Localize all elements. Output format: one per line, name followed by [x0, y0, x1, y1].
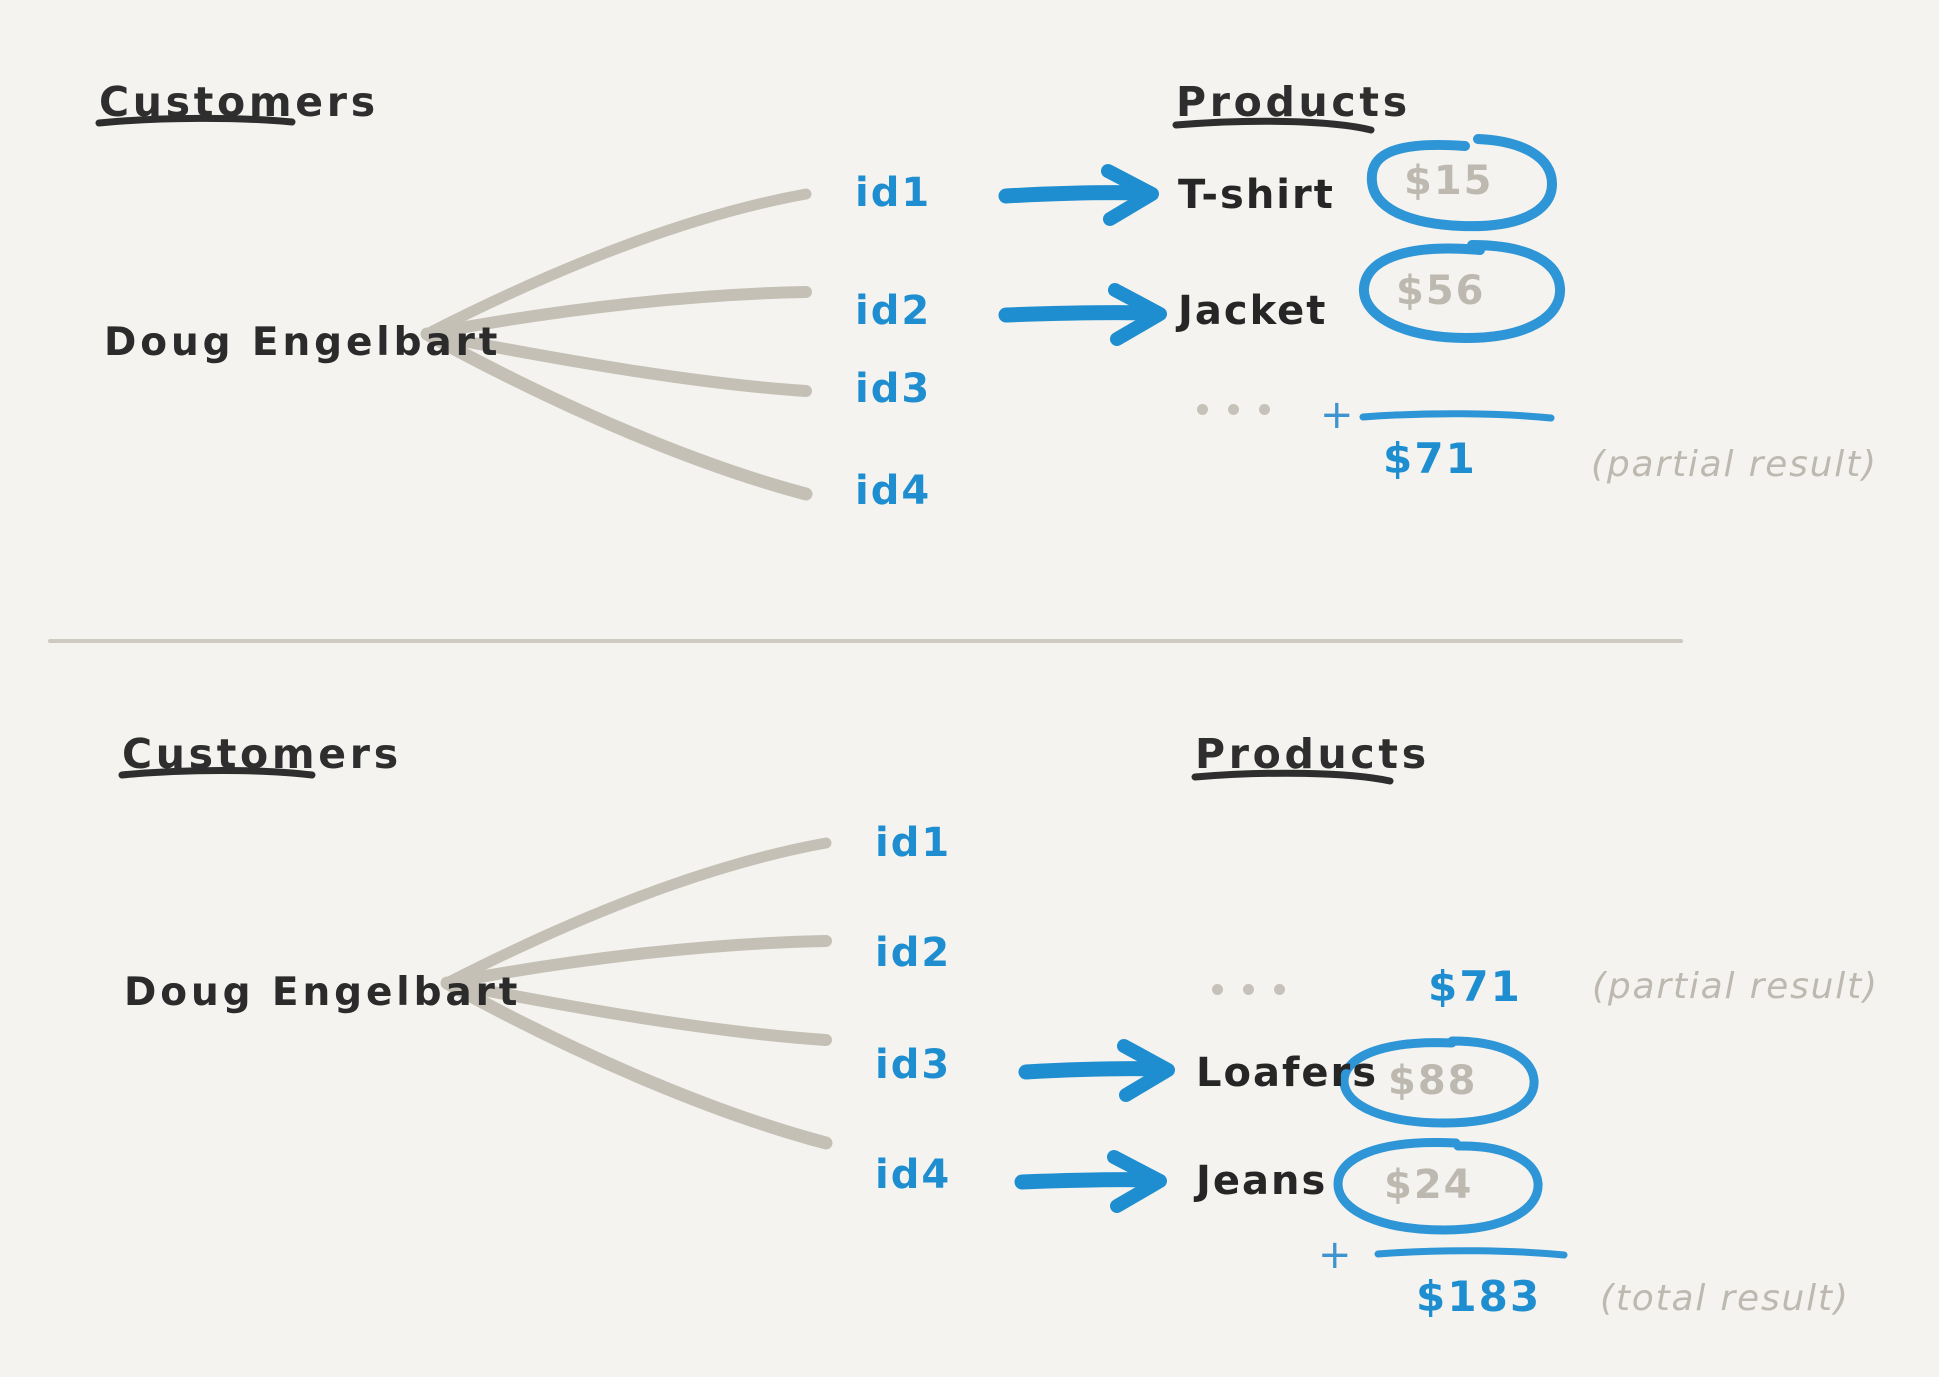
id-label-top-2[interactable]: id2 — [855, 288, 932, 334]
plus-sign-top: + — [1320, 392, 1354, 438]
ellipsis-top — [1197, 404, 1270, 415]
id-label-bottom-1[interactable]: id1 — [875, 820, 952, 866]
bottom-sum-rule — [1374, 1247, 1568, 1259]
product-price-tshirt: $15 — [1404, 158, 1494, 204]
ellipsis-dot — [1243, 984, 1254, 995]
carried-note-bottom: (partial result) — [1592, 966, 1879, 1007]
id-label-top-3[interactable]: id3 — [855, 366, 932, 412]
sum-line-top — [1359, 410, 1555, 422]
customers-heading-bottom: Customers — [122, 730, 402, 778]
id-label-bottom-2[interactable]: id2 — [875, 930, 952, 976]
top-arrows — [998, 164, 1167, 346]
ellipsis-dot — [1274, 984, 1285, 995]
arrow-id1-shaft — [998, 185, 1151, 204]
product-name-tshirt: T-shirt — [1178, 172, 1335, 218]
id-label-bottom-3[interactable]: id3 — [875, 1042, 952, 1088]
customer-name-bottom: Doug Engelbart — [124, 970, 522, 1015]
arrow-id4-head — [1107, 1150, 1167, 1213]
ellipsis-dot — [1197, 404, 1208, 415]
sum-value-top: $71 — [1383, 434, 1477, 483]
products-heading-bottom: Products — [1195, 730, 1430, 778]
id-label-top-4[interactable]: id4 — [855, 468, 932, 514]
plus-sign-bottom: + — [1318, 1232, 1352, 1278]
sum-line-bottom — [1374, 1247, 1568, 1259]
product-name-jacket: Jacket — [1178, 288, 1328, 334]
branch-to-id1-b — [441, 837, 832, 989]
product-price-loafers: $88 — [1388, 1058, 1478, 1104]
product-price-jeans: $24 — [1384, 1162, 1474, 1208]
arrow-id2-shaft — [998, 305, 1160, 323]
bottom-arrows — [1014, 1039, 1175, 1213]
ellipsis-dot — [1212, 984, 1223, 995]
branch-to-id1 — [421, 188, 812, 340]
id-label-top-1[interactable]: id1 — [855, 170, 932, 216]
ellipsis-dot — [1228, 404, 1239, 415]
id-label-bottom-4[interactable]: id4 — [875, 1152, 952, 1198]
sum-note-bottom: (total result) — [1600, 1278, 1850, 1319]
customers-heading-top: Customers — [99, 78, 379, 126]
sum-note-top: (partial result) — [1591, 444, 1878, 485]
arrow-id3-head — [1117, 1039, 1175, 1102]
ellipsis-bottom — [1212, 984, 1285, 995]
arrow-id4-shaft — [1014, 1172, 1160, 1190]
arrow-id2-head — [1108, 283, 1167, 346]
products-heading-top: Products — [1176, 78, 1411, 126]
product-name-jeans: Jeans — [1196, 1158, 1328, 1204]
ellipsis-dot — [1259, 404, 1270, 415]
arrow-id3-shaft — [1018, 1061, 1168, 1080]
customer-name-top: Doug Engelbart — [104, 320, 502, 365]
product-name-loafers: Loafers — [1196, 1050, 1379, 1096]
arrow-id1-head — [1101, 164, 1159, 226]
top-sum-rule — [1359, 410, 1555, 422]
product-price-jacket: $56 — [1396, 268, 1486, 314]
carried-value-bottom: $71 — [1428, 962, 1522, 1011]
sum-value-bottom: $183 — [1416, 1272, 1542, 1321]
